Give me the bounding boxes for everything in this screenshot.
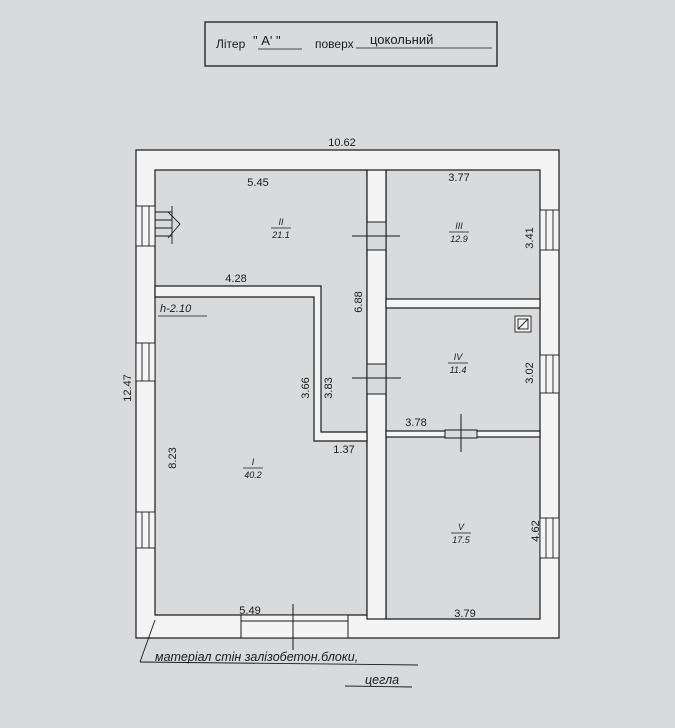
room-number: II bbox=[278, 217, 284, 227]
room-number: IV bbox=[454, 352, 464, 362]
dim-top-total: 10.62 bbox=[328, 137, 356, 149]
material-underline-1 bbox=[139, 661, 419, 666]
dim-room2-width: 5.45 bbox=[247, 177, 268, 189]
dim-room3-width: 3.77 bbox=[448, 172, 469, 184]
dim-room5-height: 4.62 bbox=[530, 520, 542, 541]
dimension-labels: 10.62 5.45 3.77 3.41 4.28 h-2.10 6.88 3.… bbox=[122, 137, 542, 620]
title-block: Літер " А' " поверх цокольний bbox=[204, 21, 498, 67]
dim-room1-height: 8.23 bbox=[167, 447, 179, 468]
dim-left-total: 12.47 bbox=[122, 374, 134, 402]
dim-room4-height: 3.02 bbox=[524, 362, 536, 383]
dim-step-a: 3.66 bbox=[300, 377, 312, 398]
room-area: 40.2 bbox=[244, 470, 262, 480]
window-left-2 bbox=[135, 342, 156, 382]
room-label-1: I 40.2 bbox=[243, 457, 263, 480]
room-label-2: II 21.1 bbox=[271, 217, 291, 240]
dim-step-b: 3.83 bbox=[323, 377, 335, 398]
room-area: 12.9 bbox=[450, 234, 468, 244]
windows-right bbox=[539, 209, 560, 559]
room-number: V bbox=[458, 522, 465, 532]
window-left-3 bbox=[135, 511, 156, 549]
title-block-frame bbox=[204, 21, 498, 67]
room-label-5: V 17.5 bbox=[451, 522, 471, 545]
windows-left bbox=[135, 205, 156, 549]
dim-middle-height: 6.88 bbox=[353, 291, 365, 312]
material-text-line2: цегла bbox=[365, 673, 399, 687]
liter-value: " А' " bbox=[253, 33, 281, 48]
room-area: 21.1 bbox=[271, 230, 290, 240]
room-area: 17.5 bbox=[452, 535, 471, 545]
ceiling-height-note: h-2.10 bbox=[160, 303, 192, 315]
boiler-icon bbox=[514, 315, 532, 333]
staircase-icon bbox=[155, 206, 181, 244]
window-right-2 bbox=[539, 354, 560, 394]
material-underline-2 bbox=[344, 685, 413, 688]
window-right-3 bbox=[539, 517, 560, 559]
entrance-opening bbox=[240, 614, 349, 639]
openings bbox=[240, 221, 478, 650]
room-area: 11.4 bbox=[450, 365, 467, 375]
room-number: III bbox=[455, 221, 463, 231]
dim-room3-height: 3.41 bbox=[524, 227, 536, 248]
dim-inner-wall: 4.28 bbox=[225, 273, 246, 285]
stepped-partition-wall bbox=[154, 285, 368, 442]
dim-room1-step: 1.37 bbox=[333, 444, 354, 456]
room-labels: II 21.1 III 12.9 IV 11.4 I 40.2 V 17.5 bbox=[243, 217, 471, 545]
room-label-4: IV 11.4 bbox=[448, 352, 468, 375]
window-right-1 bbox=[539, 209, 560, 251]
dim-room1-width: 5.49 bbox=[239, 605, 260, 617]
material-text-line1: матеріал стін залізобетон.блоки, bbox=[155, 650, 358, 664]
floor-value: цокольний bbox=[370, 32, 433, 47]
floor-label: поверх bbox=[315, 37, 354, 51]
material-note: матеріал стін залізобетон.блоки, цегла bbox=[139, 619, 419, 688]
dim-room5-width-top: 3.78 bbox=[405, 417, 426, 429]
liter-label: Літер bbox=[216, 37, 246, 51]
door-opening-middle bbox=[366, 363, 387, 395]
window-left-1 bbox=[135, 205, 156, 247]
room-number: I bbox=[252, 457, 255, 467]
material-leader-line bbox=[139, 619, 156, 663]
partition-wall-3-4 bbox=[385, 298, 541, 309]
dim-room5-width-bottom: 3.79 bbox=[454, 608, 475, 620]
room-label-3: III 12.9 bbox=[449, 221, 469, 244]
